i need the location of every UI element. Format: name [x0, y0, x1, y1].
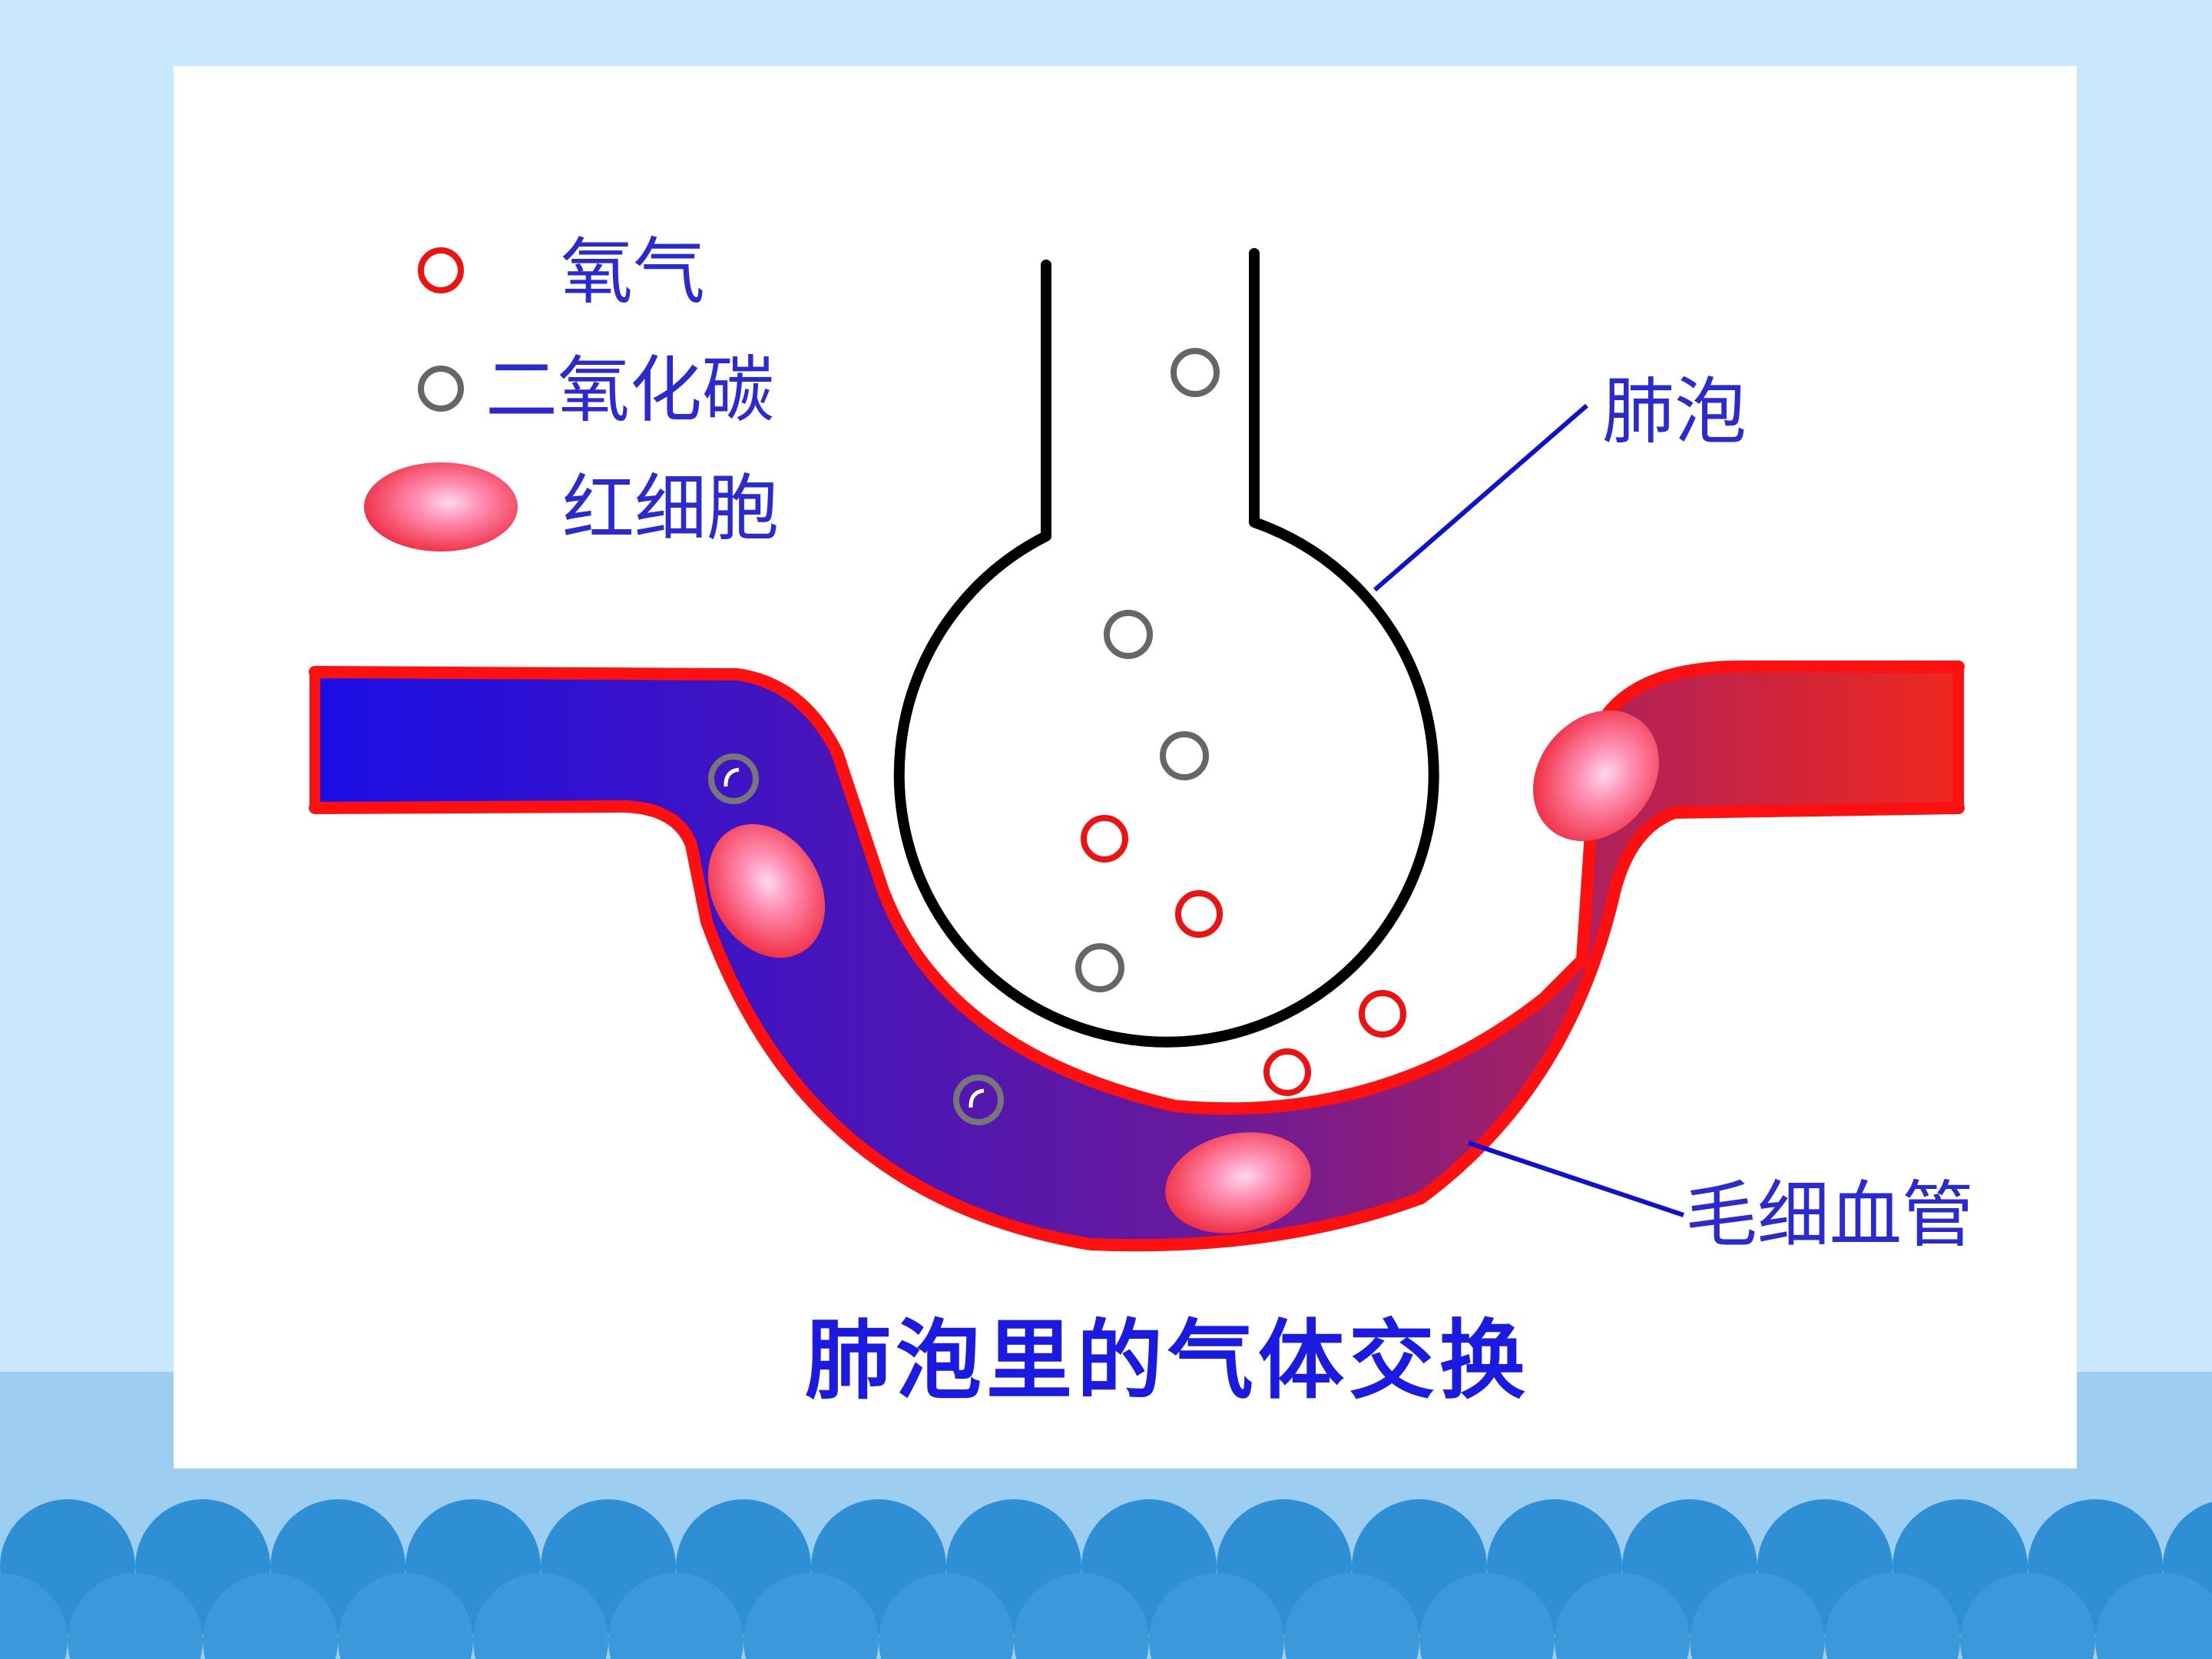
legend-co2-symbol [418, 366, 464, 412]
scallop-shape [1555, 1573, 1690, 1659]
capillary-blood [315, 667, 1959, 1246]
co2-highlight [969, 1088, 985, 1108]
callouts: 肺泡 毛细血管 [1373, 370, 1974, 1257]
scallop-shape [1690, 1573, 1825, 1659]
scallop-shape [1149, 1573, 1284, 1659]
legend-oxygen-label: 氧气 [561, 230, 705, 314]
scallop-shape [338, 1573, 473, 1659]
alveolus-leader-line [1373, 403, 1588, 592]
scallop-shape [1825, 1573, 1960, 1659]
co2-molecule [1104, 610, 1153, 659]
alveolus-label: 肺泡 [1602, 370, 1747, 454]
red-blood-cell [1165, 1132, 1311, 1233]
diagram-caption: 肺泡里的气体交换 [805, 1311, 1530, 1411]
oxygen-molecule [1175, 890, 1223, 938]
scallop-shape [608, 1573, 743, 1659]
scallop-shape [879, 1573, 1014, 1659]
scallop-shape [1960, 1573, 2095, 1659]
scallop-decoration [0, 1499, 2212, 1659]
scallop-shape [203, 1573, 338, 1659]
scallop-shape [473, 1573, 608, 1659]
scallop-shape [743, 1573, 879, 1659]
legend-rbc-symbol [364, 462, 518, 551]
capillary-label: 毛细血管 [1685, 1174, 1974, 1257]
co2-highlight [724, 767, 740, 787]
capillary-wall-inner [309, 800, 1965, 1252]
scallop-shape [2095, 1573, 2212, 1659]
capillary [309, 661, 1965, 1252]
co2-molecule [1171, 348, 1220, 397]
scallop-shape [68, 1573, 203, 1659]
co2-molecule [708, 753, 759, 804]
oxygen-molecule [1081, 815, 1128, 863]
legend: 氧气 二氧化碳 红细胞 [364, 230, 779, 551]
red-blood-cell [1533, 710, 1659, 842]
scallop-shape [1419, 1573, 1555, 1659]
co2-molecule [953, 1075, 1004, 1125]
legend-co2-label: 二氧化碳 [485, 349, 774, 432]
scallop-shape [1284, 1573, 1419, 1659]
capillary-leader-line [1468, 1141, 1684, 1217]
co2-molecule [1075, 943, 1124, 992]
red-blood-cell [707, 823, 826, 959]
scallop-shape [0, 1573, 68, 1659]
alveolus [893, 248, 1439, 1048]
legend-rbc-label: 红细胞 [562, 467, 779, 551]
co2-molecule [1160, 731, 1209, 780]
capillary-contents [707, 710, 1659, 1233]
oxygen-molecule [1263, 1048, 1311, 1096]
alveolus-gases [1075, 348, 1223, 992]
scallop-shape [1014, 1573, 1149, 1659]
alveolus-outline [893, 248, 1439, 1048]
legend-oxygen-symbol [418, 247, 464, 293]
oxygen-molecule [1359, 990, 1406, 1038]
